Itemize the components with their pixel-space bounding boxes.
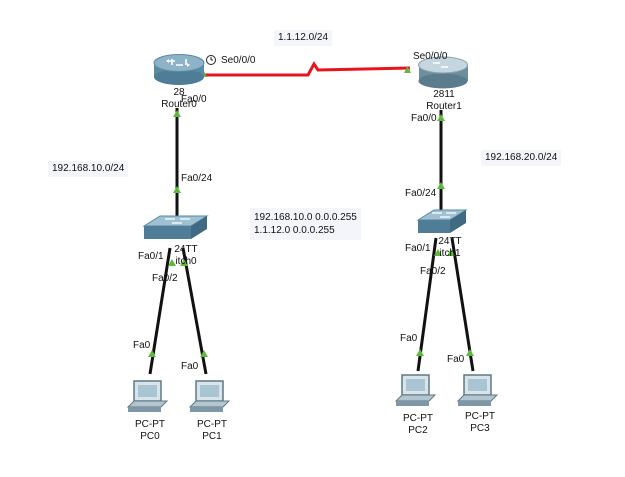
port-label-pc2: Fa0 [400,333,418,344]
wildcard-note-line1: 192.168.10.0 0.0.0.255 [254,212,357,223]
link-switch0-pc1[interactable] [181,247,208,375]
link-switch1-pc2[interactable] [416,237,438,372]
switch0-model: 24TT [174,244,198,255]
network-label-lan2: 192.168.20.0/24 [481,150,562,166]
switch0-label: 24TT itch0 [164,244,208,268]
port-label-sw1-up: Fa0/24 [405,188,437,199]
port-label-r0-se: Se0/0/0 [221,55,256,66]
serial-link[interactable] [204,61,411,77]
link-up-indicator [434,249,442,256]
router1-icon[interactable] [418,56,469,89]
pc2-icon[interactable] [394,374,437,406]
router1-name: Router1 [426,101,462,112]
pc1-icon[interactable] [188,380,231,412]
link-up-indicator [173,186,181,193]
port-label-r1-se: Se0/0/0 [413,51,448,62]
router0-name: Router0 [161,99,197,110]
pc1-type: PC-PT [197,419,227,430]
port-label-sw1-fa1: Fa0/1 [405,243,431,254]
router1-label: 2811 Router1 [419,89,469,113]
switch1-label: 24TT itch1 [428,236,472,260]
link-up-indicator [180,259,188,266]
link-up-indicator [416,349,424,356]
link-up-indicator [466,349,474,356]
wildcard-note: 192.168.10.0 0.0.0.255 1.1.12.0 0.0.0.25… [250,208,361,240]
pc3-icon[interactable] [456,374,499,406]
port-label-sw1-fa2: Fa0/2 [420,266,446,277]
port-label-pc1: Fa0 [181,361,199,372]
wildcard-note-line2: 1.1.12.0 0.0.0.255 [254,225,335,236]
port-label-sw0-fa1: Fa0/1 [138,251,164,262]
pc3-name: PC3 [470,423,490,434]
pc3-label: PC-PT PC3 [455,411,505,435]
pc2-label: PC-PT PC2 [393,413,443,437]
pc0-name: PC0 [140,431,160,442]
port-label-r0-fa: Fa0/0 [181,94,207,105]
pc2-name: PC2 [408,425,428,436]
link-up-indicator [200,350,208,357]
pc0-icon[interactable] [126,380,169,412]
port-label-r1-fa: Fa0/0 [411,113,437,124]
link-up-indicator [437,182,445,189]
link-up-indicator [404,66,411,73]
network-label-lan1: 192.168.10.0/24 [48,161,129,177]
pc2-type: PC-PT [403,413,433,424]
pc3-type: PC-PT [465,411,495,422]
pc0-label: PC-PT PC0 [125,419,175,443]
link-up-indicator [168,259,176,266]
link-up-indicator [173,110,181,117]
switch1-name: itch1 [439,248,461,259]
pc1-name: PC1 [202,431,222,442]
switch1-model: 24TT [438,236,462,247]
port-label-pc0: Fa0 [133,340,151,351]
router0-label: 28 Router0 [154,87,204,111]
switch1-icon[interactable] [416,209,468,233]
clock-icon [206,55,216,65]
network-label-wan: 1.1.12.0/24 [274,30,333,46]
switch0-icon[interactable] [142,215,209,239]
pc0-type: PC-PT [135,419,165,430]
port-label-pc3: Fa0 [447,354,465,365]
link-switch1-pc3[interactable] [450,237,475,372]
link-up-indicator [447,249,455,256]
router0-icon[interactable] [153,54,205,86]
router1-model: 2811 [433,89,455,100]
pc1-label: PC-PT PC1 [187,419,237,443]
link-up-indicator [437,114,445,121]
switch0-name: itch0 [175,256,197,267]
port-label-sw0-up: Fa0/24 [181,173,213,184]
link-up-indicator [148,350,156,357]
router0-model: 28 [173,87,185,98]
port-label-sw0-fa2: Fa0/2 [152,273,178,284]
